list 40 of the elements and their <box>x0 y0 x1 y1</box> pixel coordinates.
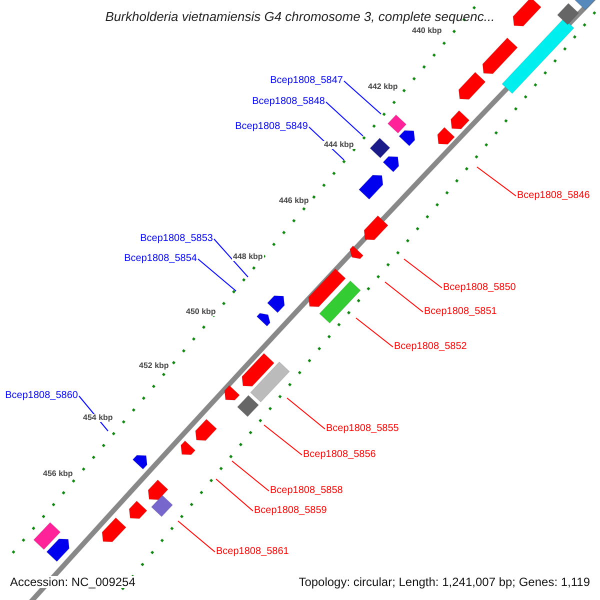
gene-label: Bcep1808_5853 <box>140 234 213 244</box>
gene-label: Bcep1808_5849 <box>235 122 308 132</box>
gene-label: Bcep1808_5859 <box>254 506 327 516</box>
leader-line <box>404 258 442 288</box>
gene-label: Bcep1808_5848 <box>252 97 325 107</box>
leader-line <box>214 238 248 278</box>
leader-line <box>384 282 424 312</box>
leader-line <box>178 520 216 552</box>
gene-label: Bcep1808_5846 <box>517 191 590 201</box>
leader-line <box>344 80 382 114</box>
leader-line <box>476 166 516 196</box>
scale-label: 450 kbp <box>185 308 217 316</box>
scale-label: 440 kbp <box>411 27 443 35</box>
scale-label: 454 kbp <box>82 414 114 422</box>
gene-label: Bcep1808_5850 <box>443 283 516 293</box>
leader-line <box>286 398 326 430</box>
gene-label: Bcep1808_5852 <box>394 342 467 352</box>
gene-label: Bcep1808_5847 <box>270 76 343 86</box>
leader-line <box>264 424 302 456</box>
leader-line <box>356 318 394 348</box>
genome-info-text: Topology: circular; Length: 1,241,007 bp; Genes: 1,119 <box>298 576 590 588</box>
scale-label: 446 kbp <box>278 197 310 205</box>
gene-label: Bcep1808_5855 <box>326 424 399 434</box>
scale-label: 444 kbp <box>323 141 355 149</box>
gene-label: Bcep1808_5858 <box>270 486 343 496</box>
gene-label: Bcep1808_5861 <box>216 547 289 557</box>
leader-line <box>198 258 236 292</box>
scale-label: 442 kbp <box>367 83 399 91</box>
scale-label: 452 kbp <box>138 362 170 370</box>
leader-line <box>232 460 270 492</box>
genome-info-text: Accession: NC_009254 <box>10 576 136 588</box>
leader-line <box>216 478 254 512</box>
gene-label: Bcep1808_5851 <box>424 307 497 317</box>
gene-label: Bcep1808_5860 <box>5 391 78 401</box>
scale-label: 456 kbp <box>42 470 74 478</box>
scale-label: 448 kbp <box>232 253 264 261</box>
gene-label: Bcep1808_5856 <box>303 450 376 460</box>
gene-label: Bcep1808_5854 <box>124 254 197 264</box>
leader-line <box>326 102 364 136</box>
title: Burkholderia vietnamiensis G4 chromosome 3, complete sequenc... <box>105 10 495 23</box>
